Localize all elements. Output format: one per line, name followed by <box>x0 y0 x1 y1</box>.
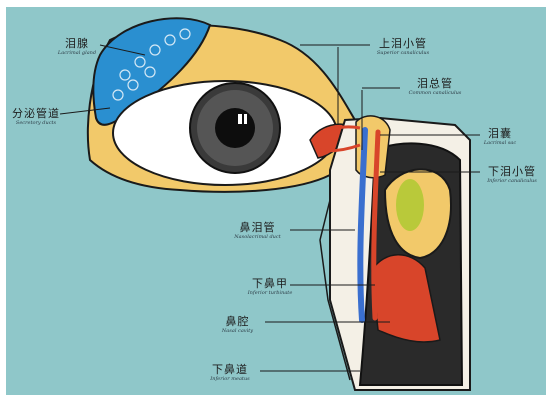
label-lacrimal-sac-cn: 泪囊 <box>480 128 520 139</box>
label-secretory-ducts-en: Secretory ducts <box>6 121 66 126</box>
eye-highlight <box>238 114 242 124</box>
label-superior-canaliculus: 上泪小管 Superior canaliculus <box>368 38 438 56</box>
label-inferior-meatus: 下鼻道 Inferior meatus <box>200 364 260 382</box>
label-lacrimal-sac: 泪囊 Lacrimal sac <box>480 128 520 146</box>
label-nasolacrimal-duct: 鼻泪管 Nasolacrimal duct <box>225 222 290 240</box>
label-lacrimal-gland: 泪腺 Lacrimal gland <box>52 38 102 56</box>
label-common-canaliculus: 泪总管 Common canaliculus <box>400 78 470 96</box>
label-inferior-canaliculus-en: Inferior canaliculus <box>478 179 546 184</box>
label-nasal-cavity-cn: 鼻腔 <box>210 316 265 327</box>
pupil <box>215 108 255 148</box>
label-inferior-meatus-en: Inferior meatus <box>200 377 260 382</box>
label-nasolacrimal-duct-en: Nasolacrimal duct <box>225 235 290 240</box>
label-secretory-ducts-cn: 分泌管道 <box>6 108 66 119</box>
eye-highlight-2 <box>244 114 247 124</box>
label-inferior-turbinate-cn: 下鼻甲 <box>240 278 300 289</box>
label-lacrimal-gland-cn: 泪腺 <box>52 38 102 49</box>
label-secretory-ducts: 分泌管道 Secretory ducts <box>6 108 66 126</box>
label-lacrimal-sac-en: Lacrimal sac <box>480 141 520 146</box>
label-nasal-cavity-en: Nasal cavity <box>210 329 265 334</box>
label-lacrimal-gland-en: Lacrimal gland <box>52 51 102 56</box>
label-nasal-cavity: 鼻腔 Nasal cavity <box>210 316 265 334</box>
turbinate-green-mass <box>396 179 424 231</box>
label-superior-canaliculus-en: Superior canaliculus <box>368 51 438 56</box>
label-inferior-turbinate: 下鼻甲 Inferior turbinate <box>240 278 300 296</box>
label-superior-canaliculus-cn: 上泪小管 <box>368 38 438 49</box>
label-inferior-meatus-cn: 下鼻道 <box>200 364 260 375</box>
label-inferior-canaliculus-cn: 下泪小管 <box>478 166 546 177</box>
label-common-canaliculus-cn: 泪总管 <box>400 78 470 89</box>
label-inferior-canaliculus: 下泪小管 Inferior canaliculus <box>478 166 546 184</box>
label-common-canaliculus-en: Common canaliculus <box>400 91 470 96</box>
label-nasolacrimal-duct-cn: 鼻泪管 <box>225 222 290 233</box>
label-inferior-turbinate-en: Inferior turbinate <box>240 291 300 296</box>
